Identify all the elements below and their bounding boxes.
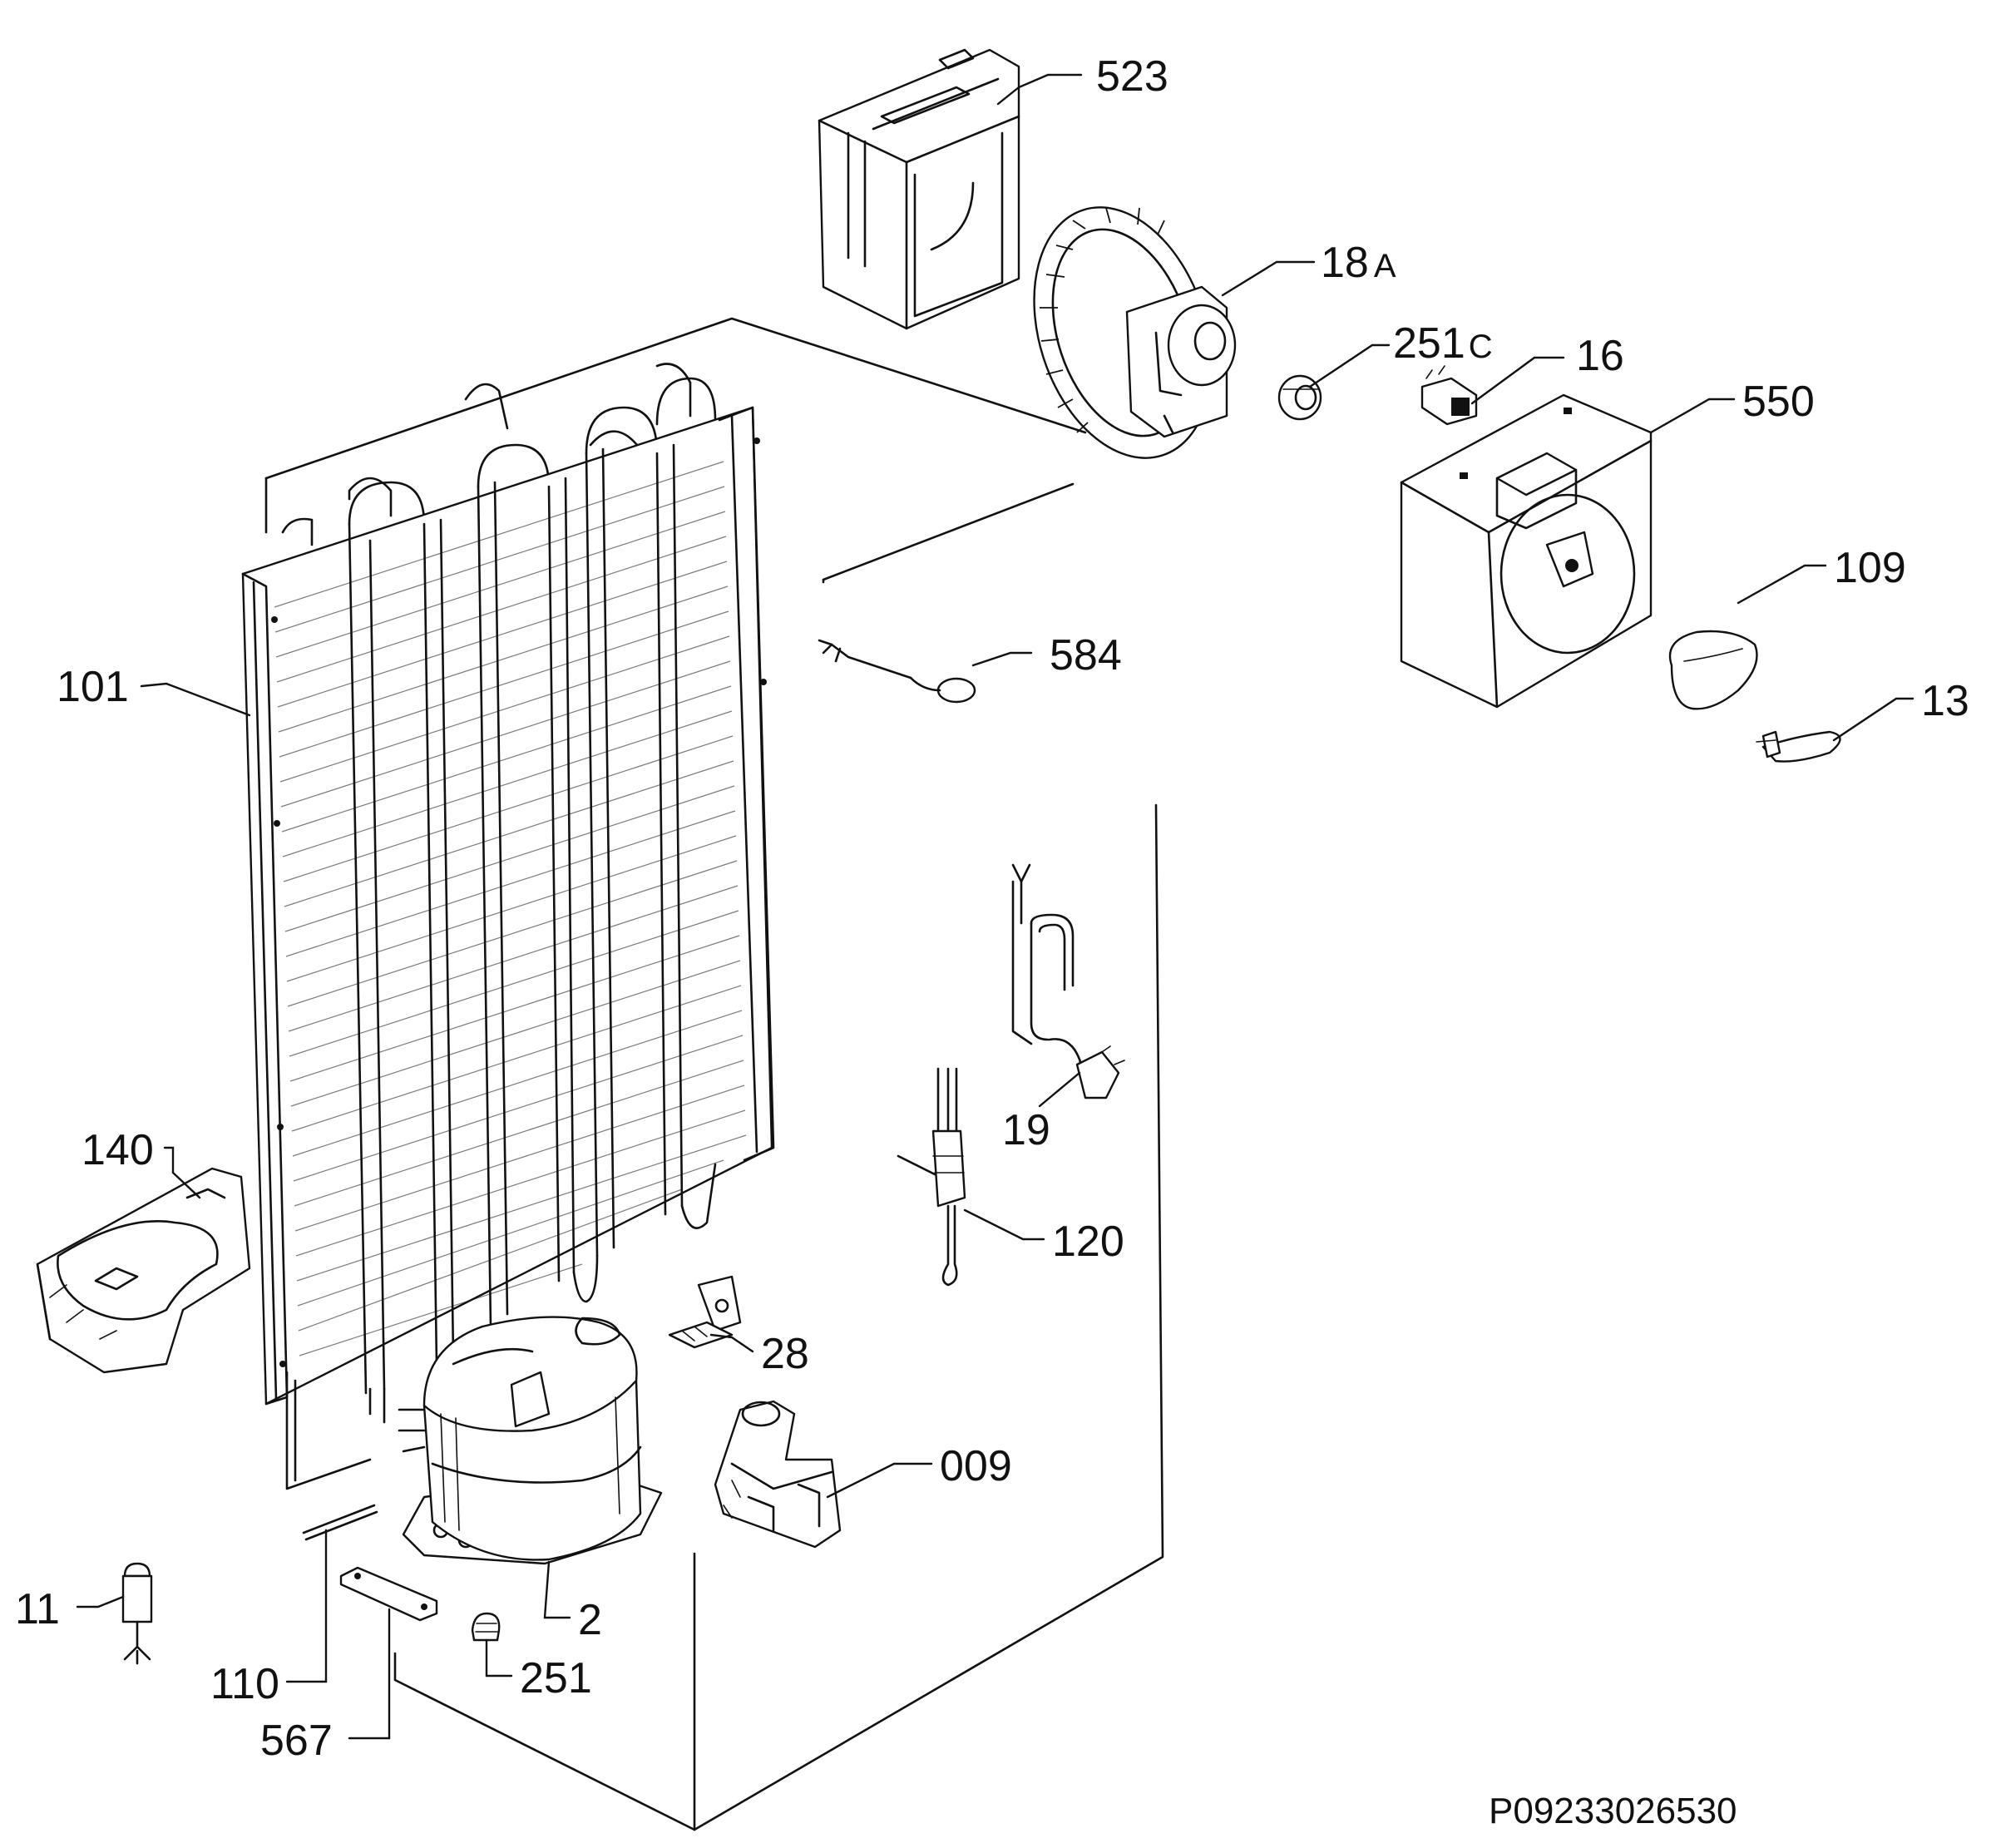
lamp-holder-251c	[1277, 374, 1322, 421]
callout-18a-suffix: A	[1374, 248, 1396, 284]
callout-251: 251	[520, 1654, 592, 1702]
callout-18a-number: 18	[1321, 239, 1369, 287]
leader-lines	[76, 73, 1914, 1740]
callout-251c-number: 251	[1393, 319, 1465, 368]
switch-16	[1420, 365, 1478, 426]
grommet-251	[471, 1612, 501, 1642]
reference-code: P09233026530	[1489, 1791, 1737, 1831]
lamp-cover-109	[1668, 630, 1758, 710]
valve-11	[121, 1562, 153, 1665]
callout-523: 523	[1096, 52, 1168, 101]
callout-101: 101	[57, 663, 129, 711]
callout-009: 009	[940, 1442, 1012, 1490]
callout-16: 16	[1576, 332, 1624, 380]
callout-584: 584	[1050, 631, 1122, 679]
clamp-28	[668, 1275, 742, 1349]
callout-13: 13	[1921, 677, 1969, 725]
callout-567: 567	[260, 1717, 333, 1765]
starter-relay-009	[714, 1400, 842, 1549]
callout-120: 120	[1052, 1218, 1124, 1266]
callout-251c-suffix: C	[1469, 329, 1493, 365]
relay-120	[897, 1067, 966, 1287]
callout-2: 2	[578, 1596, 602, 1644]
drip-tray-140	[36, 1167, 251, 1374]
sensor-584	[818, 639, 976, 704]
cabinet-outline	[264, 317, 1164, 1831]
condenser	[241, 363, 775, 1490]
bracket-567	[339, 1566, 438, 1622]
air-duct	[818, 48, 1020, 330]
callout-550: 550	[1742, 378, 1815, 426]
compressor	[398, 1316, 663, 1565]
heater-cord-19	[1011, 863, 1125, 1099]
lamp-housing-550	[1400, 393, 1653, 709]
lamp-13	[1756, 730, 1841, 763]
callout-109: 109	[1834, 544, 1906, 592]
callout-19: 19	[1002, 1106, 1050, 1154]
callout-110: 110	[210, 1660, 279, 1708]
callout-28: 28	[761, 1330, 809, 1378]
callout-11: 11	[15, 1585, 60, 1633]
fan-motor	[1033, 206, 1237, 459]
callout-140: 140	[82, 1126, 154, 1174]
tube-110	[302, 1504, 378, 1541]
